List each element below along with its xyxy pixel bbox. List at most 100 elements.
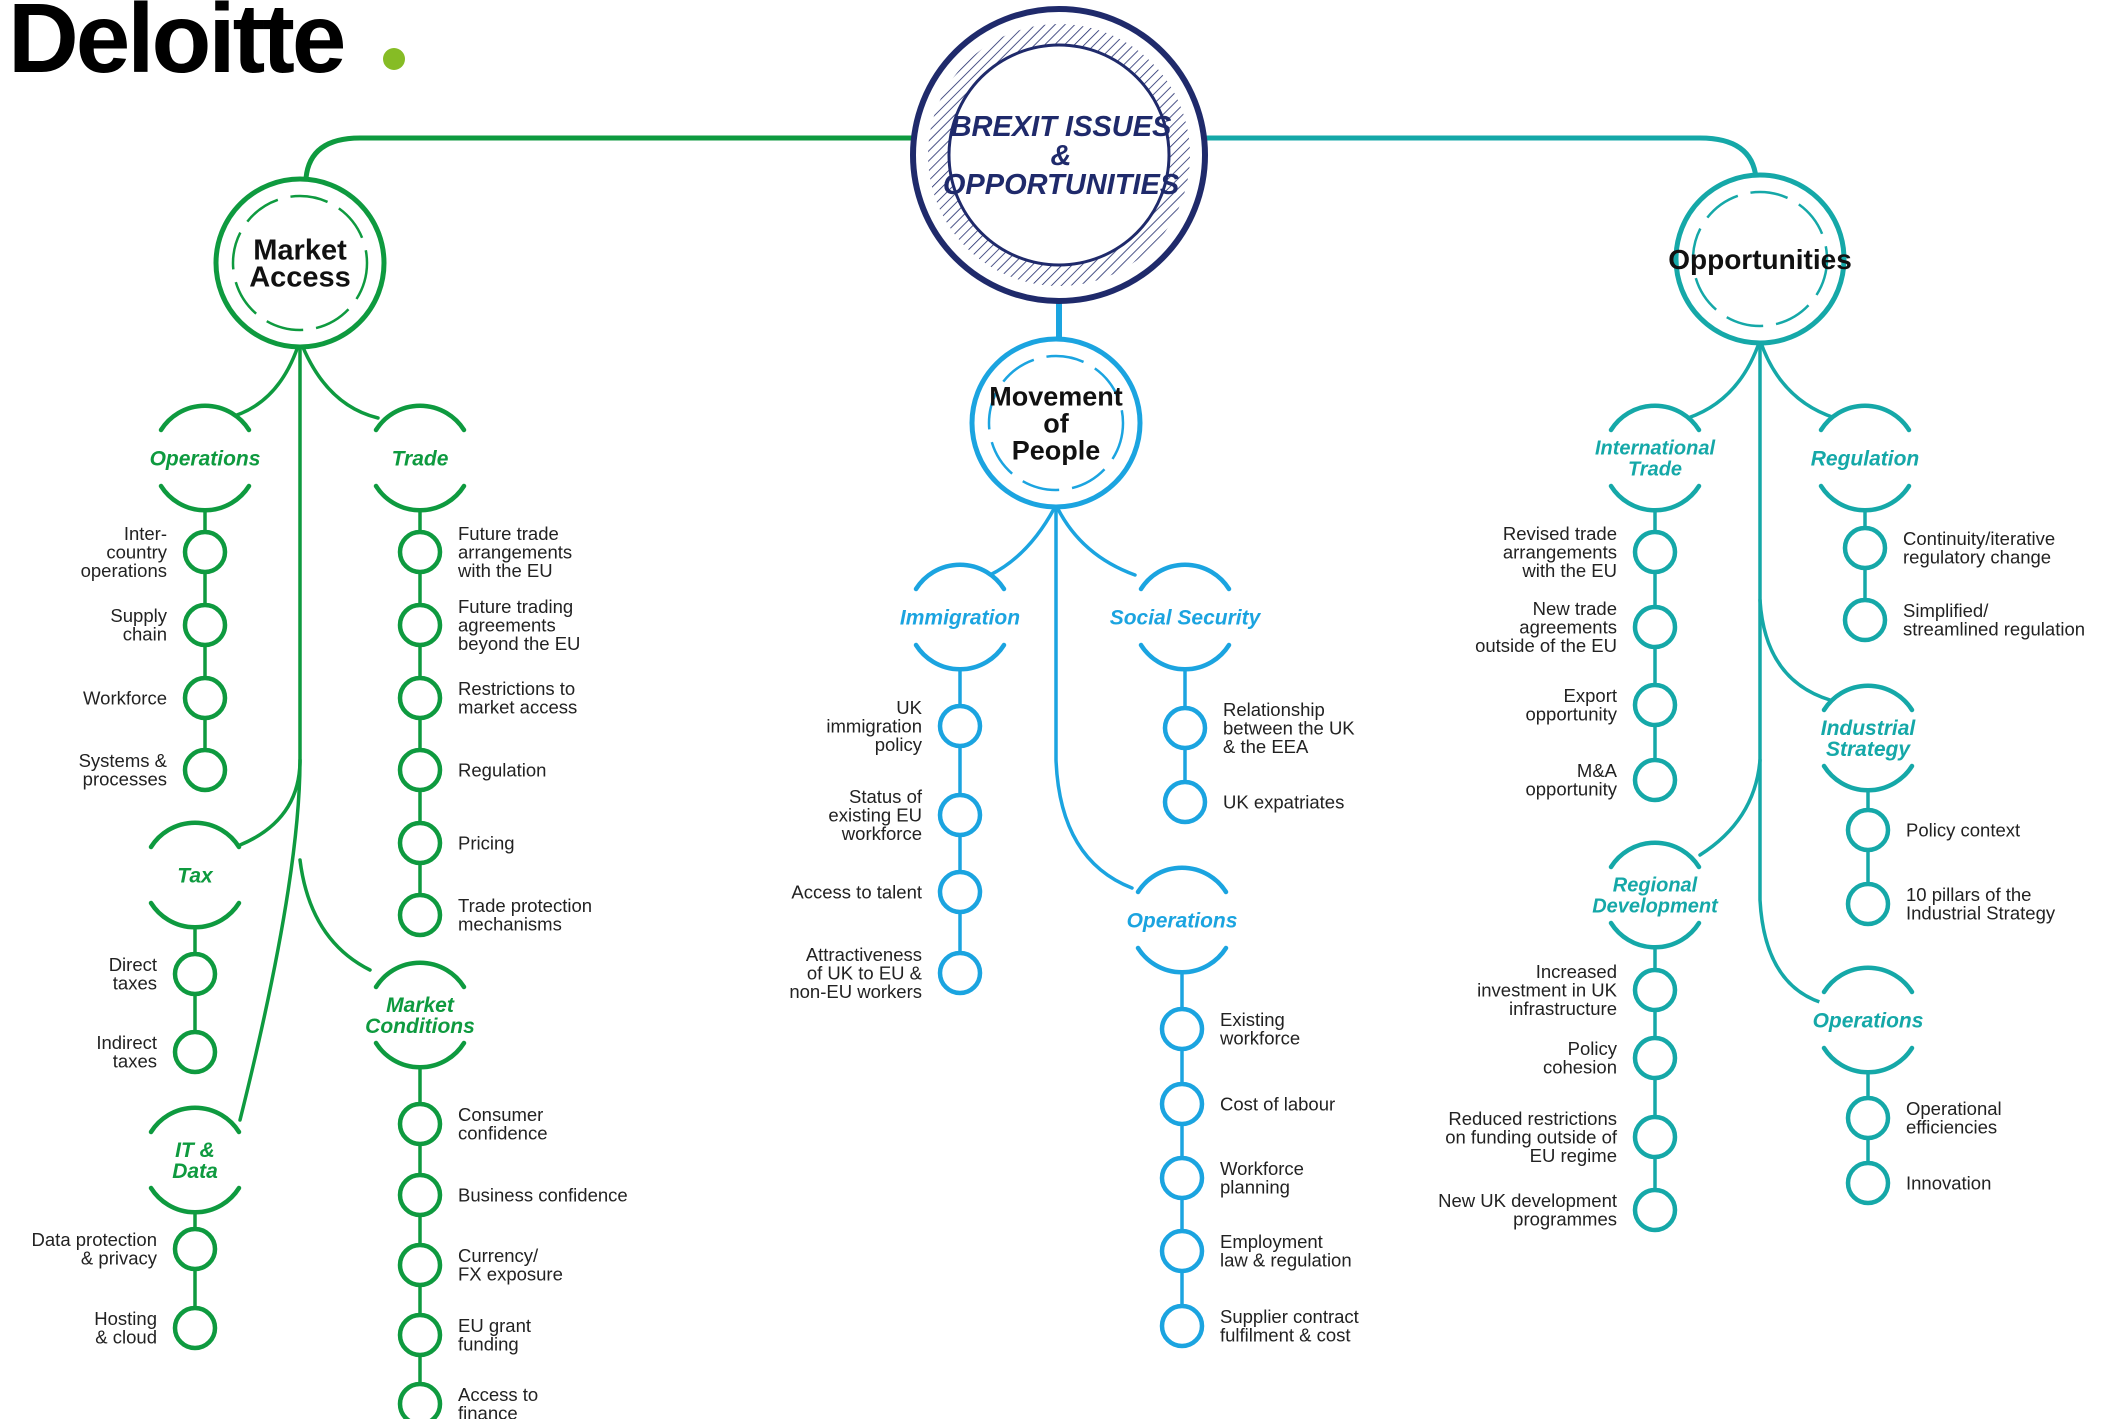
immigration-item-line: Status of: [849, 786, 923, 807]
category-trade-label: Trade: [392, 447, 449, 470]
tax-item-line: taxes: [113, 1051, 157, 1072]
market-conditions-item: Business confidence: [458, 1185, 628, 1206]
category-social-security: [1133, 562, 1237, 672]
operations-item-line: Workforce: [83, 688, 167, 709]
immigration-item-line: Access to talent: [791, 882, 922, 903]
people-operations-item-line: law & regulation: [1220, 1250, 1352, 1271]
regional-development-item-line: Reduced restrictions: [1448, 1108, 1617, 1129]
connector-curve: [238, 338, 302, 847]
social-security-item-line: UK expatriates: [1223, 792, 1344, 813]
opportunities-node-title-line: Opportunities: [1668, 244, 1852, 275]
connector-curve: [1698, 598, 1762, 857]
category-opportunity-operations: [1816, 965, 1920, 1075]
category-regulation-label: Regulation: [1811, 447, 1920, 470]
category-industrial-strategy-label-line: Strategy: [1826, 738, 1911, 761]
category-regional-development: [1603, 840, 1707, 950]
trade-item-line: arrangements: [458, 542, 572, 563]
operations-node: [182, 529, 228, 575]
category-people-operations: [1130, 865, 1234, 975]
trade-node: [397, 602, 443, 648]
logo-dot: [383, 48, 405, 70]
immigration-node: [937, 792, 983, 838]
immigration-item-line: workforce: [841, 823, 922, 844]
people-operations-item: Cost of labour: [1220, 1094, 1335, 1115]
category-market-conditions-label-line: Conditions: [365, 1015, 475, 1038]
movement-of-people-node: [969, 336, 1143, 510]
immigration-item: Access to talent: [791, 882, 922, 903]
immigration-item-line: immigration: [826, 716, 922, 737]
opportunity-operations-node: [1845, 1160, 1891, 1206]
operations-item-line: processes: [83, 769, 167, 790]
people-operations-node: [1159, 1228, 1205, 1274]
people-operations-item-line: Employment: [1220, 1231, 1323, 1252]
market-conditions-item-line: Currency/: [458, 1245, 539, 1266]
operations-item-line: Inter-: [124, 523, 167, 544]
operations-node: [182, 602, 228, 648]
international-trade-item-line: Revised trade: [1503, 523, 1617, 544]
category-operations-label: Operations: [150, 447, 261, 470]
category-operations: [153, 403, 257, 513]
regulation-item: Simplified/streamlined regulation: [1903, 600, 2085, 640]
connector-curve: [1197, 135, 1759, 181]
opportunity-operations-item-line: Operational: [1906, 1098, 2002, 1119]
connector-curve: [238, 758, 302, 1122]
people-operations-item-line: workforce: [1219, 1028, 1300, 1049]
trade-item-line: agreements: [458, 615, 556, 636]
regional-development-node: [1632, 1114, 1678, 1160]
category-industrial-strategy: [1816, 683, 1920, 793]
connector-lines: [193, 135, 1870, 1384]
tax-node: [172, 1029, 218, 1075]
movement-of-people-node-title-line: Movement: [989, 381, 1123, 411]
it-data-item-line: & privacy: [81, 1248, 158, 1269]
connector-curve: [1054, 503, 1134, 890]
opportunity-operations-item-line: Innovation: [1906, 1173, 1991, 1194]
it-data-item-line: Hosting: [94, 1308, 157, 1329]
trade-node: [397, 820, 443, 866]
trade-item-line: Restrictions to: [458, 678, 575, 699]
category-tax: [143, 820, 247, 930]
people-operations-node: [1159, 1006, 1205, 1052]
international-trade-node: [1632, 682, 1678, 728]
node-layer: [143, 6, 1920, 1419]
market-conditions-item-line: finance: [458, 1403, 518, 1419]
center-title-line: &: [1051, 140, 1072, 172]
operations-node: [182, 675, 228, 721]
operations-item-line: Supply: [110, 605, 167, 626]
regional-development-item-line: programmes: [1513, 1209, 1617, 1230]
category-people-operations-label: Operations: [1127, 909, 1238, 932]
category-opportunity-operations-label-line: Operations: [1813, 1009, 1924, 1032]
category-international-trade: [1603, 403, 1707, 513]
regional-development-node: [1632, 967, 1678, 1013]
market-conditions-item-line: confidence: [458, 1123, 547, 1144]
social-security-item: UK expatriates: [1223, 792, 1344, 813]
regional-development-item-line: investment in UK: [1477, 980, 1617, 1001]
regional-development-node: [1632, 1187, 1678, 1233]
category-it-data-label-line: IT &: [175, 1139, 215, 1162]
trade-item-line: Regulation: [458, 760, 546, 781]
social-security-item-line: & the EEA: [1223, 736, 1309, 757]
people-operations-item-line: planning: [1220, 1177, 1290, 1198]
market-conditions-item-line: FX exposure: [458, 1264, 563, 1285]
market-conditions-node: [397, 1101, 443, 1147]
immigration-item-line: policy: [875, 734, 923, 755]
market-conditions-item-line: funding: [458, 1334, 519, 1355]
market-conditions-node: [397, 1381, 443, 1419]
